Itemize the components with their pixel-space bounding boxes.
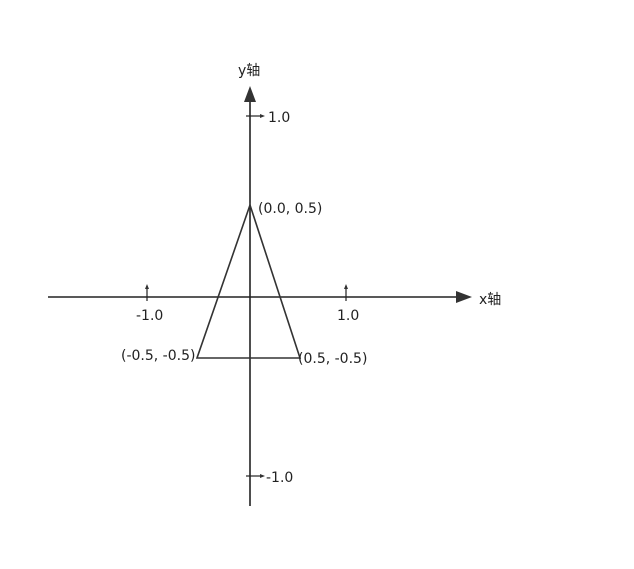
x-tick-label: -1.0 [136, 308, 163, 324]
vertex-label-top: (0.0, 0.5) [258, 201, 322, 217]
y-tick-label: 1.0 [268, 110, 290, 126]
vertex-label-bottom-left: (-0.5, -0.5) [121, 348, 195, 364]
x-axis-arrowhead [456, 291, 472, 303]
vertex-label-bottom-right: (0.5, -0.5) [298, 351, 367, 367]
x-tick-negative: -1.0 [136, 284, 163, 324]
x-axis-label: x轴 [479, 292, 501, 308]
y-tick-label: -1.0 [266, 470, 293, 486]
x-tick-label: 1.0 [337, 308, 359, 324]
y-tick-arrowhead [260, 114, 265, 118]
y-tick-arrowhead [260, 474, 265, 478]
x-tick-arrowhead [145, 284, 149, 289]
x-tick-arrowhead [344, 284, 348, 289]
x-tick-positive: 1.0 [337, 284, 359, 324]
y-axis-arrowhead [244, 86, 256, 102]
y-tick-positive: 1.0 [246, 110, 290, 126]
triangle-shape [195, 202, 302, 359]
y-axis-label: y轴 [238, 63, 260, 79]
y-tick-negative: -1.0 [246, 470, 293, 486]
